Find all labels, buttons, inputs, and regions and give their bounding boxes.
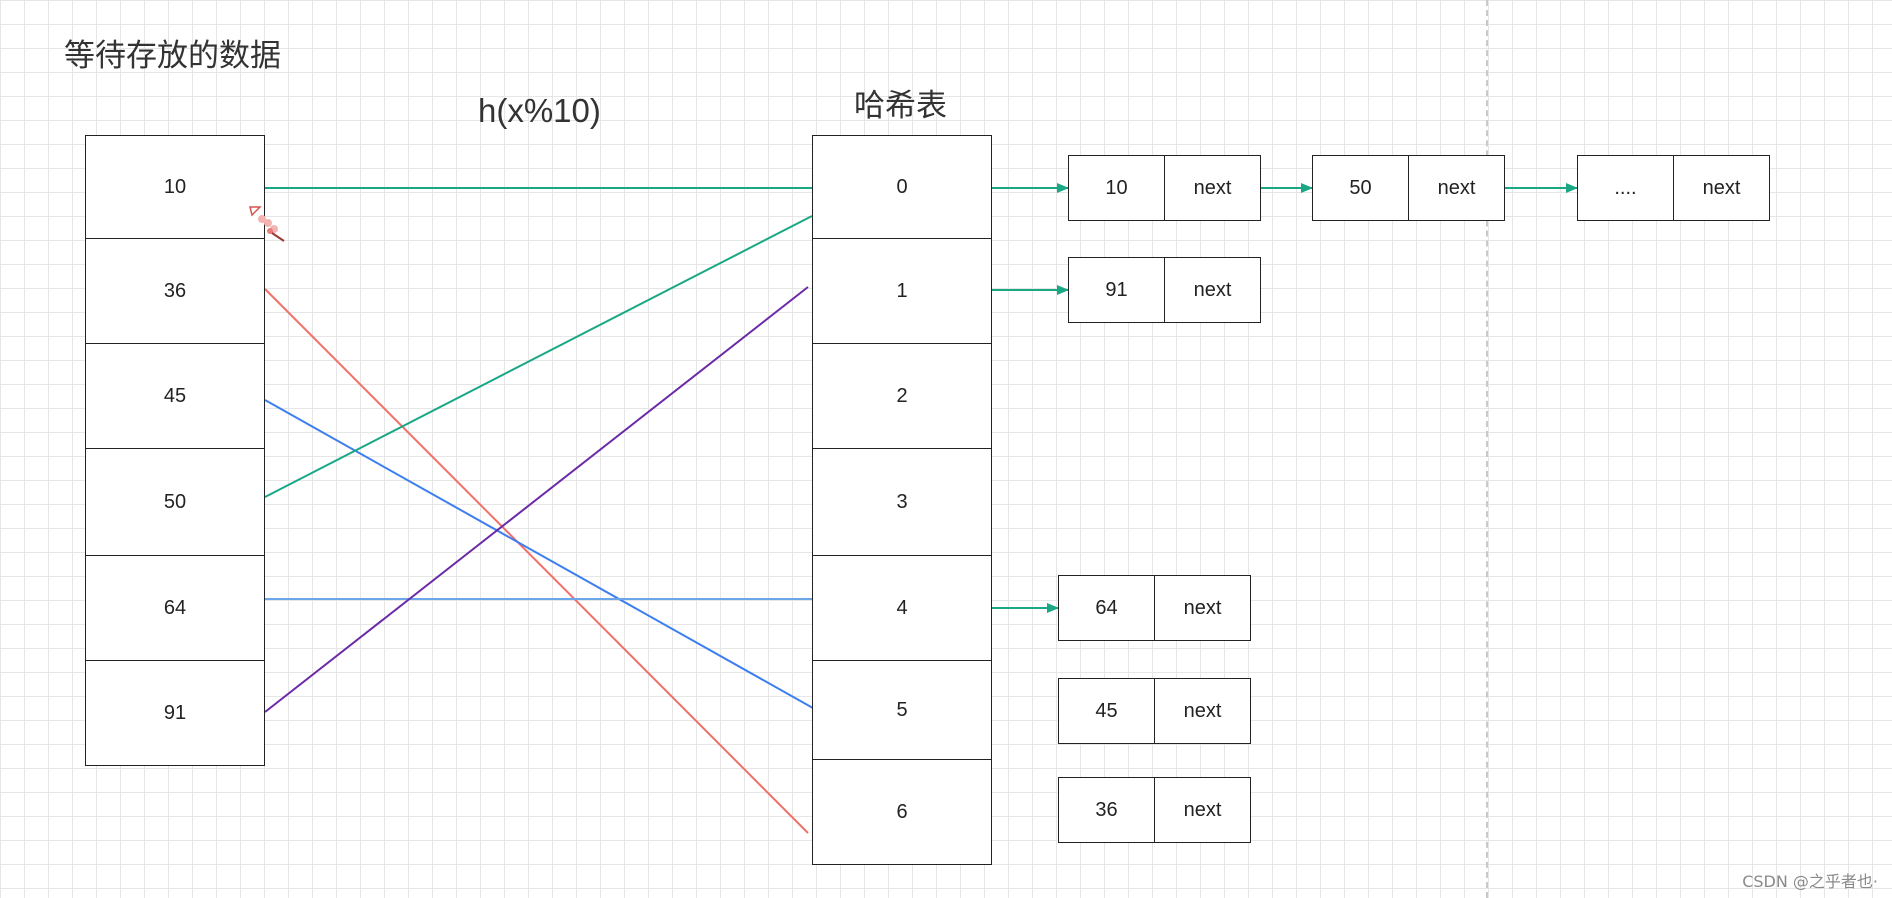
node-next: next	[1193, 176, 1232, 199]
node-next: next	[1183, 699, 1222, 722]
node-next: next	[1193, 278, 1232, 301]
node-value: 45	[1059, 679, 1155, 743]
source-cell-5: 91	[85, 660, 265, 766]
bucket-cell-2: 2	[812, 343, 992, 449]
node-next: next	[1183, 798, 1222, 821]
chain-node-bucket-6: 36 next	[1058, 777, 1251, 843]
source-cell-0: 10	[85, 135, 265, 239]
node-next: next	[1183, 596, 1222, 619]
bucket-cell-1: 1	[812, 238, 992, 344]
source-cell-1: 36	[85, 238, 265, 344]
chain-node-bucket-4: 64 next	[1058, 575, 1251, 641]
source-cell-3: 50	[85, 448, 265, 556]
bucket-cell-3: 3	[812, 448, 992, 556]
source-cell-4: 64	[85, 555, 265, 661]
map-line-50-to-0	[264, 215, 813, 498]
node-value: 36	[1059, 778, 1155, 842]
node-next: next	[1702, 176, 1741, 199]
node-value: ....	[1578, 156, 1674, 220]
chain-node-bucket-0-1: 10 next	[1068, 155, 1261, 221]
chain-node-bucket-0-3: .... next	[1577, 155, 1770, 221]
bucket-cell-0: 0	[812, 135, 992, 239]
map-line-45-to-5	[264, 399, 821, 713]
source-cell-2: 45	[85, 343, 265, 449]
page-divider-dashed	[1486, 0, 1488, 898]
node-next: next	[1437, 176, 1476, 199]
bucket-cell-5: 5	[812, 660, 992, 760]
source-data-title: 等待存放的数据	[64, 38, 281, 74]
node-value: 91	[1069, 258, 1165, 322]
source-data-column: 10 36 45 50 64 91	[85, 135, 265, 766]
hash-table-title: 哈希表	[854, 88, 947, 124]
hash-function-label: h(x%10)	[478, 92, 601, 129]
cursor-icon	[249, 206, 285, 242]
map-line-91-to-1	[264, 286, 809, 713]
chain-node-bucket-0-2: 50 next	[1312, 155, 1505, 221]
bucket-cell-4: 4	[812, 555, 992, 661]
chain-node-bucket-1: 91 next	[1068, 257, 1261, 323]
node-value: 64	[1059, 576, 1155, 640]
hash-table-column: 0 1 2 3 4 5 6	[812, 135, 992, 865]
chain-node-bucket-5: 45 next	[1058, 678, 1251, 744]
watermark: CSDN @之乎者也·	[1742, 872, 1878, 891]
bucket-cell-6: 6	[812, 759, 992, 865]
node-value: 10	[1069, 156, 1165, 220]
map-line-36-to-6	[264, 288, 809, 834]
node-value: 50	[1313, 156, 1409, 220]
